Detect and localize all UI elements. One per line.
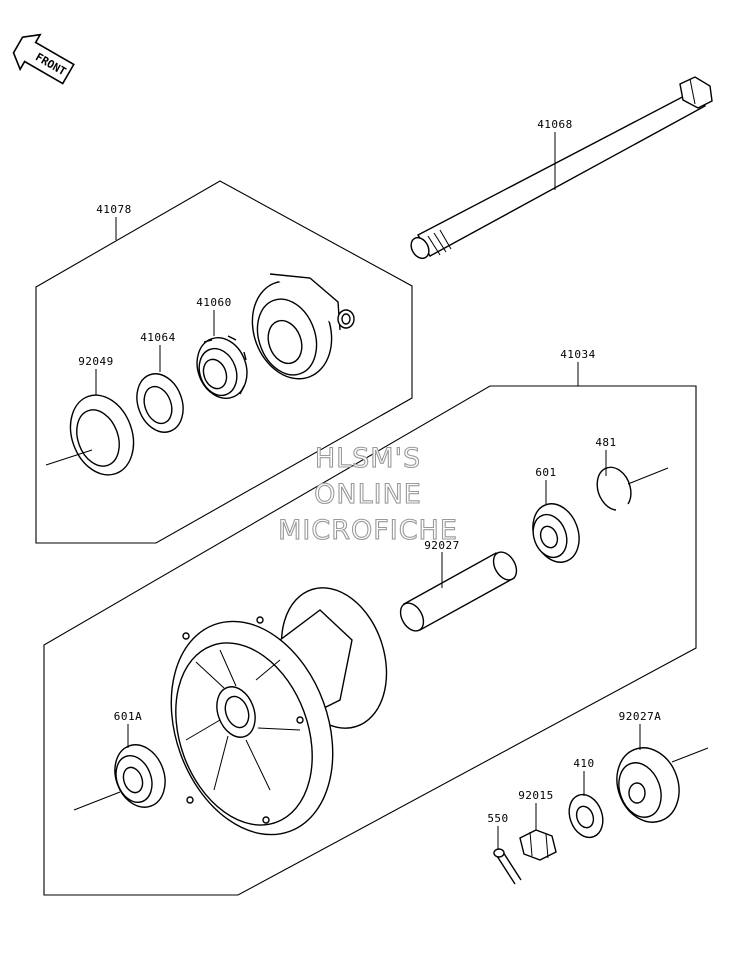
washer-part-number: 410 (573, 757, 594, 770)
washer[interactable] (563, 790, 608, 842)
ball-bearing-right[interactable] (525, 497, 587, 568)
spacer-tube-part-number: 92027 (424, 539, 460, 552)
ball-bearing-left[interactable] (107, 738, 174, 815)
hub-part-number: 41034 (560, 348, 596, 361)
oil-seal[interactable] (60, 386, 144, 484)
circlip-part-number: 481 (595, 436, 616, 449)
cotter-pin-part-number: 550 (487, 812, 508, 825)
hub-group-outline (43, 385, 697, 896)
speedometer-gear-part-number: 41060 (196, 296, 232, 309)
watermark-line-2: ONLINE (314, 479, 422, 510)
cotter-pin[interactable] (493, 848, 522, 885)
wheel-hub[interactable] (143, 574, 404, 857)
gear-retainer[interactable] (129, 367, 191, 438)
watermark-line-1: HLSM'S (315, 443, 421, 474)
watermark-line-3: MICROFICHE (278, 515, 458, 546)
gear-retainer-part-number: 41064 (140, 331, 176, 344)
axle[interactable] (408, 76, 713, 262)
watermark: HLSM'S ONLINE MICROFICHE (278, 442, 458, 546)
collar-part-number: 92027A (619, 710, 662, 723)
castle-nut[interactable] (519, 829, 557, 861)
gear-housing-group-outline (35, 180, 413, 544)
spacer-tube[interactable] (396, 548, 521, 635)
collar[interactable] (607, 739, 689, 831)
gear-housing-part-number: 41078 (96, 203, 132, 216)
ball-bearing-left-part-number: 601A (114, 710, 143, 723)
castle-nut-part-number: 92015 (518, 789, 554, 802)
ball-bearing-right-part-number: 601 (535, 466, 556, 479)
speedometer-gear[interactable] (189, 331, 255, 406)
circlip[interactable] (596, 466, 632, 511)
gear-housing[interactable] (239, 270, 355, 390)
axle-part-number: 41068 (537, 118, 573, 131)
front-direction-tag: FRONT (12, 33, 75, 85)
oil-seal-part-number: 92049 (78, 355, 114, 368)
